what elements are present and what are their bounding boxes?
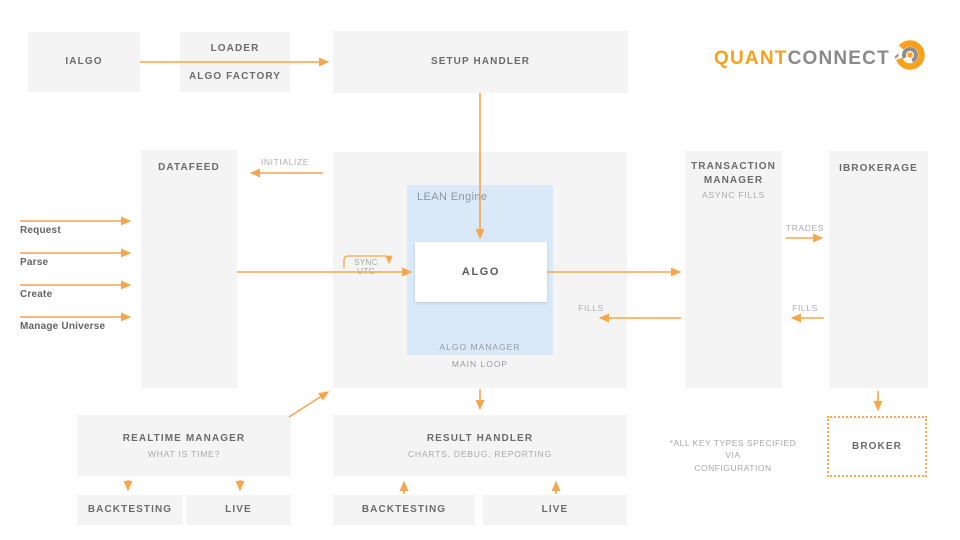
create-label: Create	[20, 289, 53, 300]
algo-factory-title: ALGO FACTORY	[188, 70, 282, 82]
live-left-box: LIVE	[186, 495, 291, 525]
ialgo-box: IALGO	[28, 32, 140, 92]
trades-label: TRADES	[785, 223, 825, 233]
broker-title: BROKER	[852, 440, 902, 452]
backtesting-left-box: BACKTESTING	[77, 495, 183, 525]
loader-title: LOADER	[210, 43, 260, 54]
ibrokerage-title: IBROKERAGE	[839, 163, 918, 174]
async-fills-subtitle: ASYNC FILLS	[701, 190, 766, 200]
initialize-label: INITIALIZE	[260, 157, 310, 167]
configuration-note-line1: *ALL KEY TYPES SPECIFIED VIA	[669, 438, 797, 461]
configuration-note: *ALL KEY TYPES SPECIFIED VIA CONFIGURATI…	[663, 437, 803, 474]
lean-engine-label: LEAN Engine	[417, 191, 488, 203]
live-center-title: LIVE	[541, 504, 569, 516]
what-is-time-subtitle: WHAT IS TIME?	[147, 448, 221, 459]
logo-text-quant: QUANT	[714, 47, 788, 69]
manage-universe-label: Manage Universe	[20, 321, 106, 332]
result-handler-title: RESULT HANDLER	[426, 433, 534, 445]
backtesting-left-title: BACKTESTING	[87, 504, 173, 516]
main-loop-label: MAIN LOOP	[451, 359, 509, 369]
live-left-title: LIVE	[225, 504, 252, 516]
fills-label-engine: FILLS	[578, 303, 604, 313]
charts-debug-subtitle: CHARTS, DEBUG, REPORTING	[407, 448, 553, 459]
ibrokerage-box: IBROKERAGE	[829, 151, 928, 388]
ialgo-title: IALGO	[65, 56, 103, 68]
fills-label-broker: FILLS	[792, 303, 818, 313]
algo-title: ALGO	[461, 266, 501, 278]
live-center-box: LIVE	[483, 495, 627, 525]
datafeed-box: DATAFEED	[141, 150, 237, 388]
quantconnect-swirl-icon	[894, 40, 925, 70]
realtime-manager-title: REALTIME MANAGER	[122, 433, 246, 445]
datafeed-title: DATAFEED	[158, 162, 220, 173]
loader-algo-factory-box: LOADER ALGO FACTORY	[180, 32, 290, 92]
transaction-manager-title: TRANSACTION MANAGER	[691, 161, 776, 186]
broker-box: BROKER	[827, 416, 927, 477]
realtime-manager-box: REALTIME MANAGER WHAT IS TIME?	[77, 415, 291, 476]
result-handler-box: RESULT HANDLER CHARTS, DEBUG, REPORTING	[333, 415, 627, 476]
logo-text-connect: CONNECT	[787, 47, 890, 69]
transaction-manager-box: TRANSACTION MANAGER ASYNC FILLS	[685, 151, 782, 388]
request-label: Request	[20, 225, 61, 236]
configuration-note-line2: CONFIGURATION	[694, 462, 772, 473]
setup-handler-title: SETUP HANDLER	[430, 56, 531, 68]
sync-utc-label: SYNC UTC	[354, 258, 378, 276]
arrow-realtime-to-engine	[288, 391, 330, 418]
parse-label: Parse	[20, 257, 49, 268]
backtesting-center-title: BACKTESTING	[361, 504, 447, 516]
backtesting-center-box: BACKTESTING	[333, 495, 475, 525]
algo-manager-label: ALGO MANAGER	[439, 342, 521, 352]
algo-box: ALGO	[415, 242, 547, 302]
setup-handler-box: SETUP HANDLER	[333, 31, 628, 93]
